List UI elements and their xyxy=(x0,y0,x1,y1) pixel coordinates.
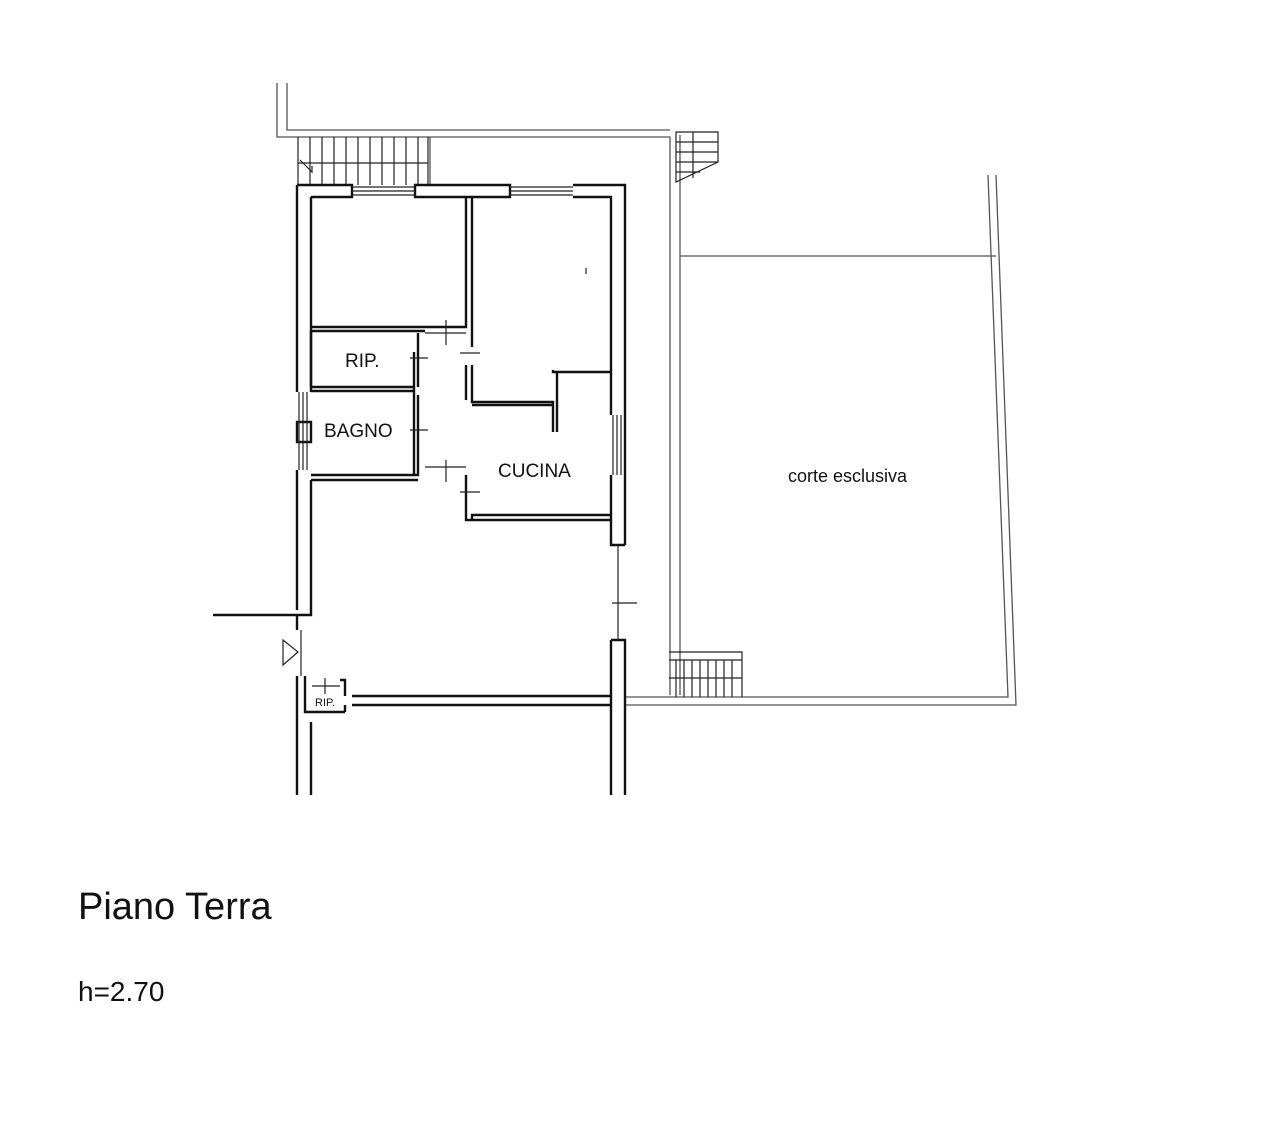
staircase-bottom-right xyxy=(669,651,743,697)
door-marks xyxy=(282,268,587,694)
interior-walls xyxy=(303,197,611,714)
room-label-cucina: CUCINA xyxy=(498,461,571,482)
windows xyxy=(298,186,637,676)
staircase-top-left xyxy=(297,137,429,185)
site-boundary xyxy=(276,83,1017,706)
room-label-bagno: BAGNO xyxy=(324,421,393,442)
room-label-rip-small: RIP. xyxy=(315,697,335,709)
ceiling-height-label: h=2.70 xyxy=(78,976,165,1007)
plan-title: Piano Terra xyxy=(78,886,272,928)
exterior-walls xyxy=(213,183,627,795)
staircase-top-right xyxy=(675,131,719,183)
room-label-rip: RIP. xyxy=(345,351,380,372)
room-label-corte: corte esclusiva xyxy=(788,466,908,486)
